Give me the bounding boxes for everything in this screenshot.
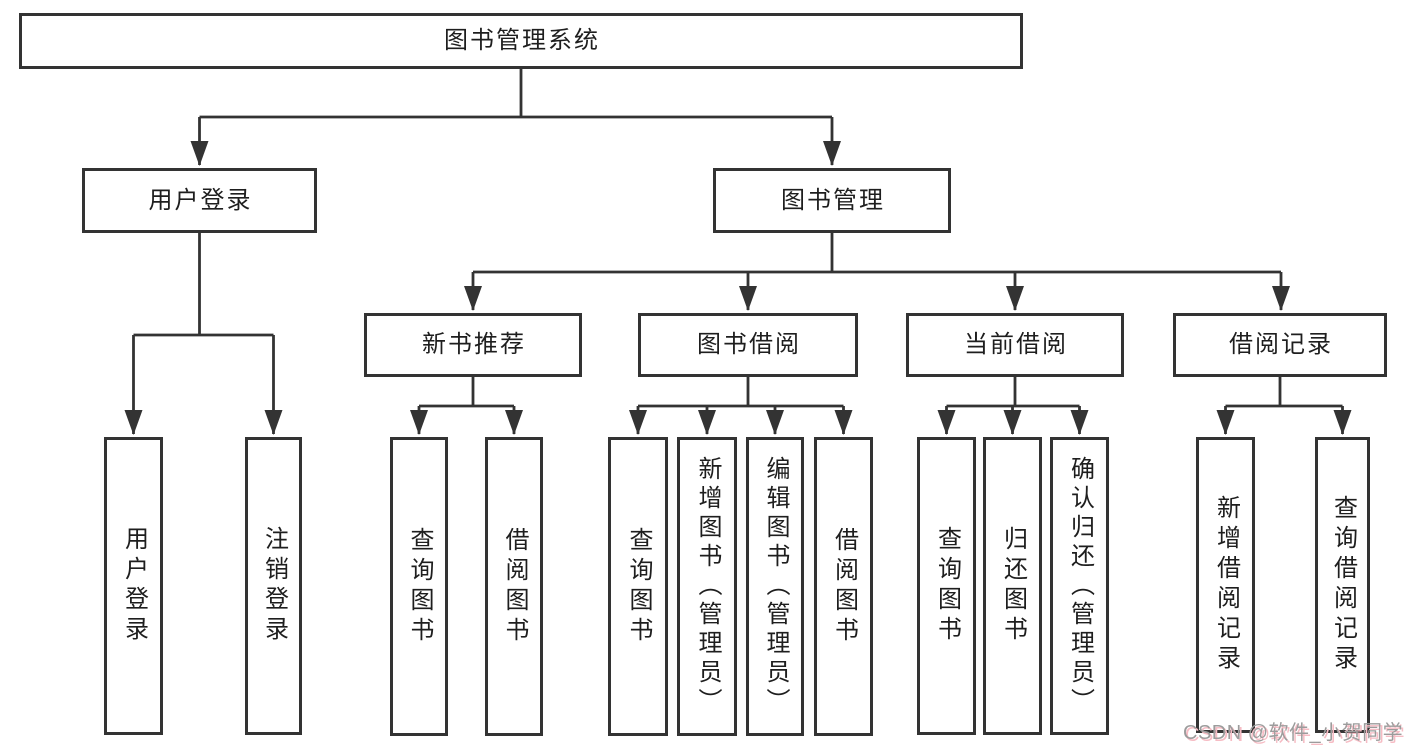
- leaf-confirm-return-admin: 确认归还（管理员）: [1050, 437, 1109, 735]
- leaf-query-books-borrow: 查询图书: [608, 437, 668, 736]
- leaf-user-login: 用户登录: [104, 437, 163, 735]
- node-book-borrow: 图书借阅: [638, 313, 858, 377]
- node-borrow-records: 借阅记录: [1173, 313, 1387, 377]
- node-book-management: 图书管理: [713, 168, 951, 233]
- leaf-borrow-books-recommend: 借阅图书: [485, 437, 543, 736]
- leaf-query-books-recommend: 查询图书: [390, 437, 448, 736]
- leaf-add-books-admin: 新增图书（管理员）: [677, 437, 737, 736]
- leaf-edit-books-admin: 编辑图书（管理员）: [746, 437, 804, 736]
- node-current-borrow: 当前借阅: [906, 313, 1124, 377]
- leaf-add-borrow-record: 新增借阅记录: [1196, 437, 1255, 733]
- leaf-return-books: 归还图书: [983, 437, 1042, 735]
- node-library-system: 图书管理系统: [19, 13, 1023, 69]
- leaf-query-books-current: 查询图书: [917, 437, 976, 735]
- leaf-borrow-books: 借阅图书: [814, 437, 873, 736]
- csdn-watermark: CSDN @软件_小贺同学: [1183, 722, 1404, 744]
- node-new-book-recommend: 新书推荐: [364, 313, 582, 377]
- leaf-logout: 注销登录: [245, 437, 302, 735]
- node-user-login: 用户登录: [82, 168, 317, 233]
- leaf-query-borrow-record: 查询借阅记录: [1315, 437, 1370, 733]
